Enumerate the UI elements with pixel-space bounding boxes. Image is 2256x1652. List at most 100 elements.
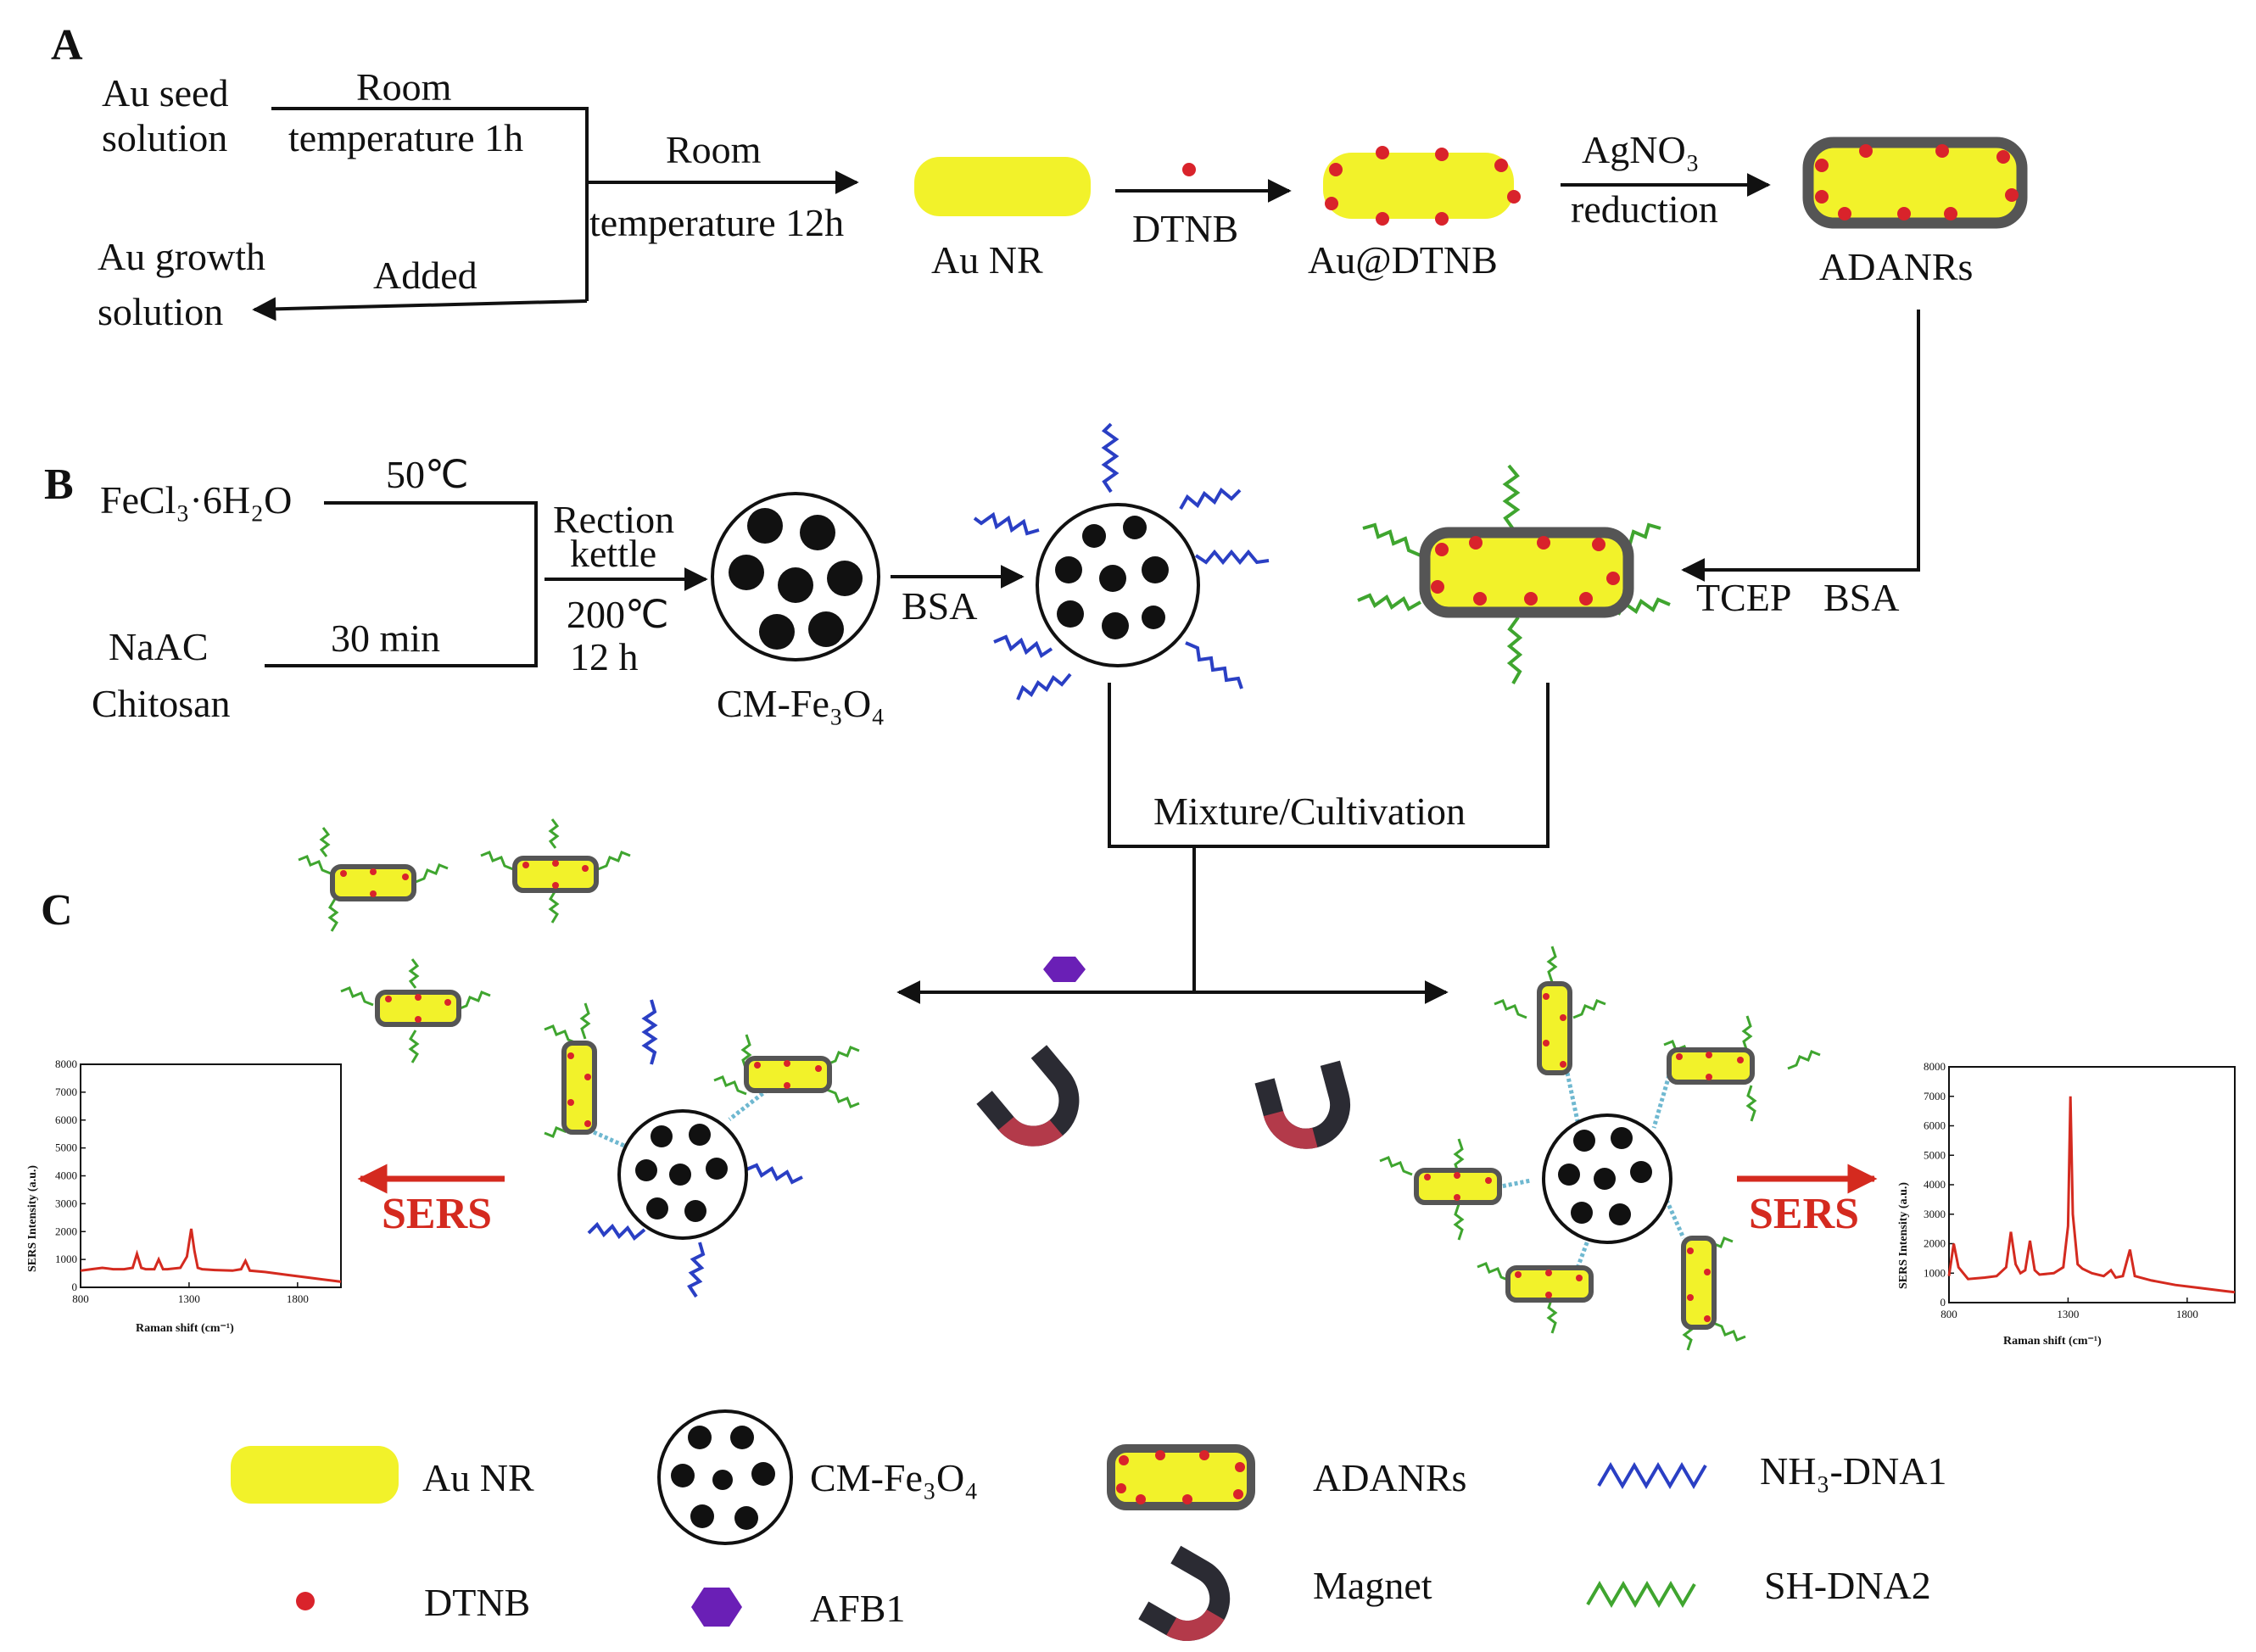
ylabel-right: SERS Intensity (a.u.) xyxy=(1897,1182,1910,1289)
legend-dna1-swatch xyxy=(1597,1462,1707,1489)
right-chart-ytick-label: 1000 xyxy=(1924,1266,1946,1279)
au-seed-label: Au seed solution xyxy=(102,71,228,159)
legend-cm-fe3o4-label: CM-Fe₃O₄ xyxy=(810,1456,978,1499)
free-adanrs-group xyxy=(298,818,631,1063)
kettle-label: kettle xyxy=(570,532,656,575)
room-12h-line2: temperature 12h xyxy=(589,201,844,244)
mixture-bracket xyxy=(1108,683,1550,848)
bsa-label-right: BSA xyxy=(1823,576,1899,619)
legend-adanrs-label: ADANRs xyxy=(1313,1456,1466,1499)
adanrs-dna2-conjugate xyxy=(1357,464,1671,684)
dtnb-label: DTNB xyxy=(1132,207,1238,250)
afb1-hexagon-icon xyxy=(1043,957,1086,982)
legend-au-nr-swatch xyxy=(231,1446,399,1504)
au-nr-shape xyxy=(914,157,1091,216)
tcep-label: TCEP xyxy=(1696,576,1791,619)
right-chart-ytick-label: 2000 xyxy=(1924,1237,1946,1250)
chitosan-label: Chitosan xyxy=(92,682,231,725)
right-chart-ytick-label: 7000 xyxy=(1924,1090,1946,1102)
magnet-icon xyxy=(976,1045,1080,1147)
left-chart-ytick-label: 5000 xyxy=(55,1141,77,1154)
spectrum-chart-left: 0 1000 2000 3000 4000 5000 6000 7000 8000 800 130… xyxy=(26,1058,342,1335)
b-reactant-bracket xyxy=(265,501,538,667)
xlabel-left: Raman shift (cm⁻¹) xyxy=(136,1322,234,1335)
left-chart-ytick-label: 2000 xyxy=(55,1225,77,1237)
temp-50-label: 50℃ xyxy=(386,453,469,496)
chart-frame xyxy=(80,1063,342,1288)
legend-au-nr-label: Au NR xyxy=(422,1456,534,1499)
adanrs-shape-a xyxy=(1802,137,2028,229)
xlabel-right: Raman shift (cm⁻¹) xyxy=(2003,1335,2102,1348)
cm-fe3o4-dna1-conjugate xyxy=(973,422,1270,700)
room-1h-line1: Room xyxy=(356,65,452,109)
left-chart-ytick-label: 3000 xyxy=(55,1197,77,1209)
adanrs-to-b-connector xyxy=(1681,310,1920,582)
legend-dtnb-label: DTNB xyxy=(424,1581,530,1624)
au-seed-line1: Au seed xyxy=(102,71,228,114)
added-arrow xyxy=(252,297,588,321)
right-chart-ytick-label: 3000 xyxy=(1924,1208,1946,1220)
au-dtnb-label: Au@DTNB xyxy=(1308,238,1498,282)
right-chart-xtick-label: 1800 xyxy=(2176,1308,2198,1320)
legend-afb1-label: AFB1 xyxy=(810,1587,905,1630)
right-complex xyxy=(1379,946,1821,1351)
adanrs-label-a: ADANRs xyxy=(1819,245,1973,288)
panel-label-c: C xyxy=(41,886,73,935)
au-nr-label: Au NR xyxy=(931,238,1043,282)
dtnb-dot-icon xyxy=(1182,163,1196,176)
left-chart-ytick-label: 6000 xyxy=(55,1113,77,1126)
legend-nh3-dna1-label: NH₃-DNA1 xyxy=(1760,1449,1946,1493)
right-chart-ytick-label: 5000 xyxy=(1924,1148,1946,1161)
room-12h-line1: Room xyxy=(666,128,762,171)
left-chart-ytick-label: 4000 xyxy=(55,1169,77,1182)
magnet-icon xyxy=(1254,1060,1351,1149)
left-chart-ytick-label: 0 xyxy=(72,1281,78,1293)
legend-adanrs-swatch xyxy=(1107,1444,1255,1510)
legend-sh-dna2-label: SH-DNA2 xyxy=(1764,1564,1931,1607)
fecl3-label: FeCl₃·6H₂O xyxy=(100,478,292,522)
au-dtnb-shape xyxy=(1323,146,1521,226)
legend-magnet-label: Magnet xyxy=(1313,1564,1432,1607)
free-adanrs-rods xyxy=(330,856,599,1027)
spectrum-line-left xyxy=(80,1228,342,1283)
legend-cm-fe3o4-swatch xyxy=(657,1409,793,1545)
left-chart-ytick-label: 8000 xyxy=(55,1058,77,1070)
added-label: Added xyxy=(373,254,477,297)
bsa-label-left: BSA xyxy=(902,584,977,628)
legend-magnet-icon xyxy=(1138,1545,1231,1641)
chart-frame xyxy=(1948,1066,2236,1303)
agno3-label: AgNO₃ xyxy=(1582,128,1700,171)
au-seed-line2: solution xyxy=(102,116,227,159)
temp-200-label: 200℃ xyxy=(567,593,669,636)
right-chart-ytick-label: 4000 xyxy=(1924,1178,1946,1191)
hours-12-label: 12 h xyxy=(570,635,639,678)
panel-label-a: A xyxy=(51,21,83,70)
ylabel-left: SERS Intensity (a.u.) xyxy=(26,1165,39,1272)
left-chart-xtick-label: 800 xyxy=(72,1292,89,1305)
left-chart-xtick-label: 1800 xyxy=(287,1292,309,1305)
left-chart-ytick-label: 1000 xyxy=(55,1253,77,1265)
right-chart-xtick-label: 1300 xyxy=(2057,1308,2079,1320)
au-growth-line2: solution xyxy=(98,290,223,333)
naac-label: NaAC xyxy=(109,625,209,668)
seed-to-growth-bracket xyxy=(271,107,589,301)
legend-dtnb-dot-icon xyxy=(296,1592,315,1610)
right-chart-ytick-label: 6000 xyxy=(1924,1119,1946,1132)
cm-fe3o4-particle-b xyxy=(711,492,880,661)
min-30-label: 30 min xyxy=(331,617,440,660)
room-1h-line2: temperature 1h xyxy=(288,116,523,159)
left-chart-xtick-label: 1300 xyxy=(178,1292,200,1305)
au-growth-line1: Au growth xyxy=(98,235,265,278)
mixture-label: Mixture/Cultivation xyxy=(1153,790,1466,833)
sers-label-left: SERS xyxy=(382,1190,492,1238)
left-chart-ytick-label: 7000 xyxy=(55,1086,77,1098)
right-chart-ytick-label: 8000 xyxy=(1924,1060,1946,1073)
left-complex xyxy=(544,999,860,1298)
spectrum-line-right xyxy=(1947,1096,2236,1294)
sers-label-right: SERS xyxy=(1749,1190,1859,1238)
rection-label: Rection xyxy=(553,498,674,541)
au-growth-label: Au growth solution xyxy=(98,235,265,333)
right-chart-ytick-label: 0 xyxy=(1940,1296,1946,1309)
